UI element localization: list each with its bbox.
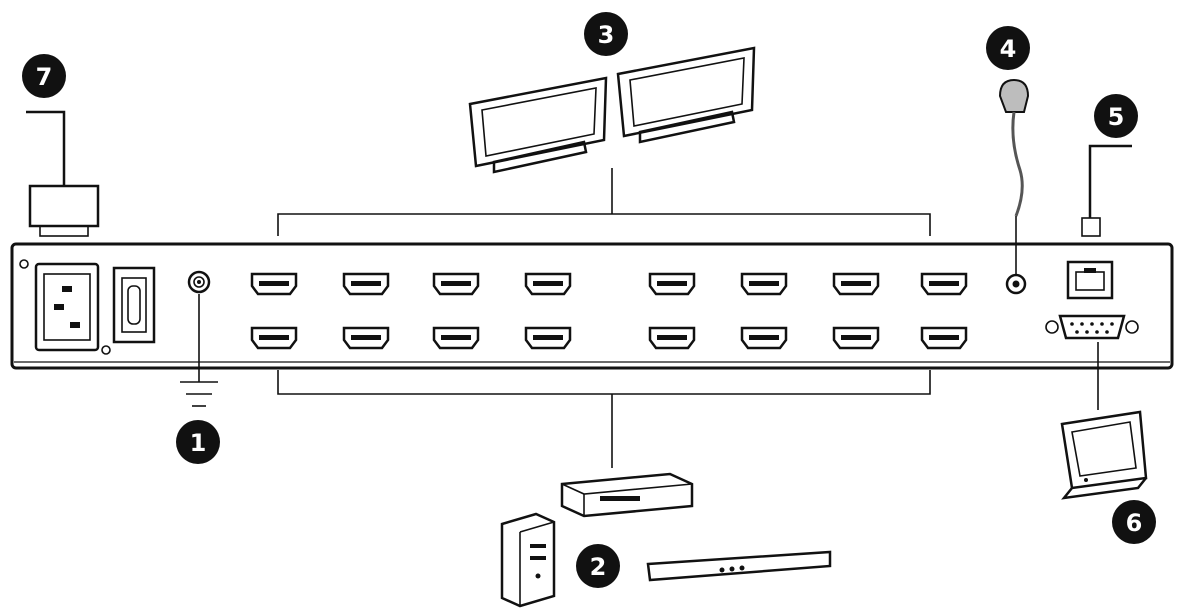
callout-6-label: 6 — [1126, 509, 1143, 537]
ir-receiver — [998, 78, 1030, 276]
callout-3-label: 3 — [598, 21, 615, 49]
display-monitors — [468, 46, 756, 174]
callout-1-label: 1 — [190, 429, 207, 457]
power-cord — [26, 110, 100, 237]
hdmi-output-bracket — [277, 168, 931, 236]
callout-4-label: 4 — [1000, 35, 1017, 63]
hdmi-port-bottom-8 — [920, 326, 968, 350]
touch-panel — [1060, 342, 1148, 500]
hdmi-port-bottom-4 — [524, 326, 572, 350]
power-socket — [19, 259, 111, 355]
hdmi-port-top-7 — [832, 272, 880, 296]
callout-7: 7 — [22, 54, 66, 98]
hdmi-port-top-6 — [740, 272, 788, 296]
ethernet-port — [1066, 260, 1114, 300]
callout-5-label: 5 — [1108, 103, 1125, 131]
hdmi-port-top-5 — [648, 272, 696, 296]
callout-2-label: 2 — [590, 553, 607, 581]
hdmi-port-bottom-5 — [648, 326, 696, 350]
callout-3: 3 — [584, 12, 628, 56]
ground-symbol — [180, 294, 218, 407]
hdmi-port-bottom-7 — [832, 326, 880, 350]
power-switch — [112, 266, 156, 344]
hdmi-port-top-8 — [920, 272, 968, 296]
serial-port — [1045, 314, 1139, 340]
grounding-terminal — [187, 270, 211, 294]
hdmi-port-top-3 — [432, 272, 480, 296]
rear-panel — [10, 242, 1174, 370]
callout-7-label: 7 — [36, 63, 53, 91]
hdmi-port-bottom-3 — [432, 326, 480, 350]
callout-2: 2 — [576, 544, 620, 588]
hdmi-port-top-4 — [524, 272, 572, 296]
callout-4: 4 — [986, 26, 1030, 70]
hdmi-port-bottom-1 — [250, 326, 298, 350]
callout-5: 5 — [1094, 94, 1138, 138]
hdmi-port-bottom-6 — [740, 326, 788, 350]
source-devices — [500, 472, 832, 608]
hdmi-port-top-2 — [342, 272, 390, 296]
hdmi-port-group — [250, 272, 968, 350]
callout-1: 1 — [176, 420, 220, 464]
callout-6: 6 — [1112, 500, 1156, 544]
hdmi-port-bottom-2 — [342, 326, 390, 350]
hdmi-input-bracket — [277, 370, 931, 468]
lan-cable — [1081, 144, 1132, 237]
hdmi-port-top-1 — [250, 272, 298, 296]
